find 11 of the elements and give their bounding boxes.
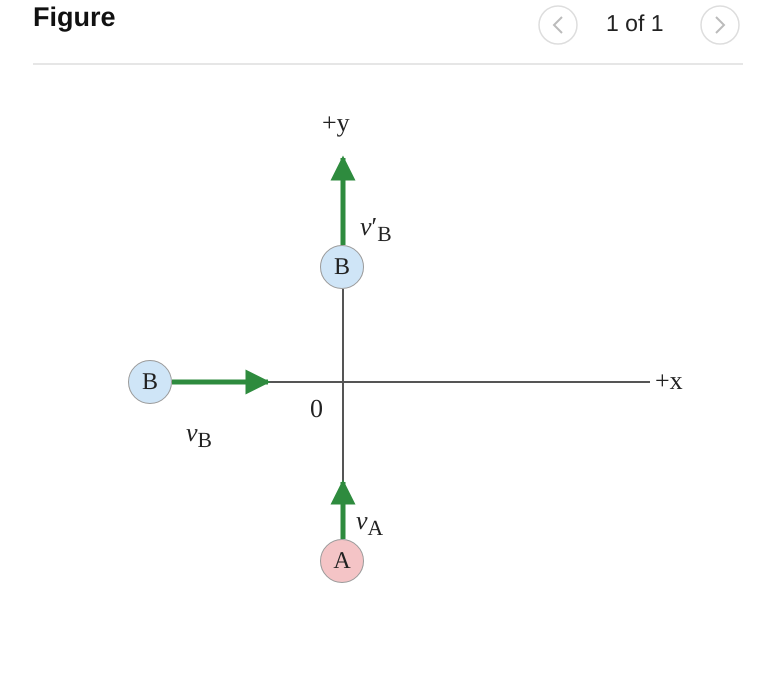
axis-label: +y: [322, 108, 350, 138]
page-counter: 1 of 1: [606, 10, 664, 37]
ball: B: [320, 245, 364, 289]
velocity-label: v′$_{B}$: [360, 212, 392, 248]
origin-label: 0: [310, 394, 323, 424]
ball: A: [320, 539, 364, 583]
velocity-label: v$_{B}$: [186, 418, 212, 454]
axis-label: +x: [655, 366, 683, 396]
velocity-label: v$_{A}$: [356, 506, 384, 542]
figure-title: Figure: [33, 2, 116, 33]
ball: B: [128, 360, 172, 404]
